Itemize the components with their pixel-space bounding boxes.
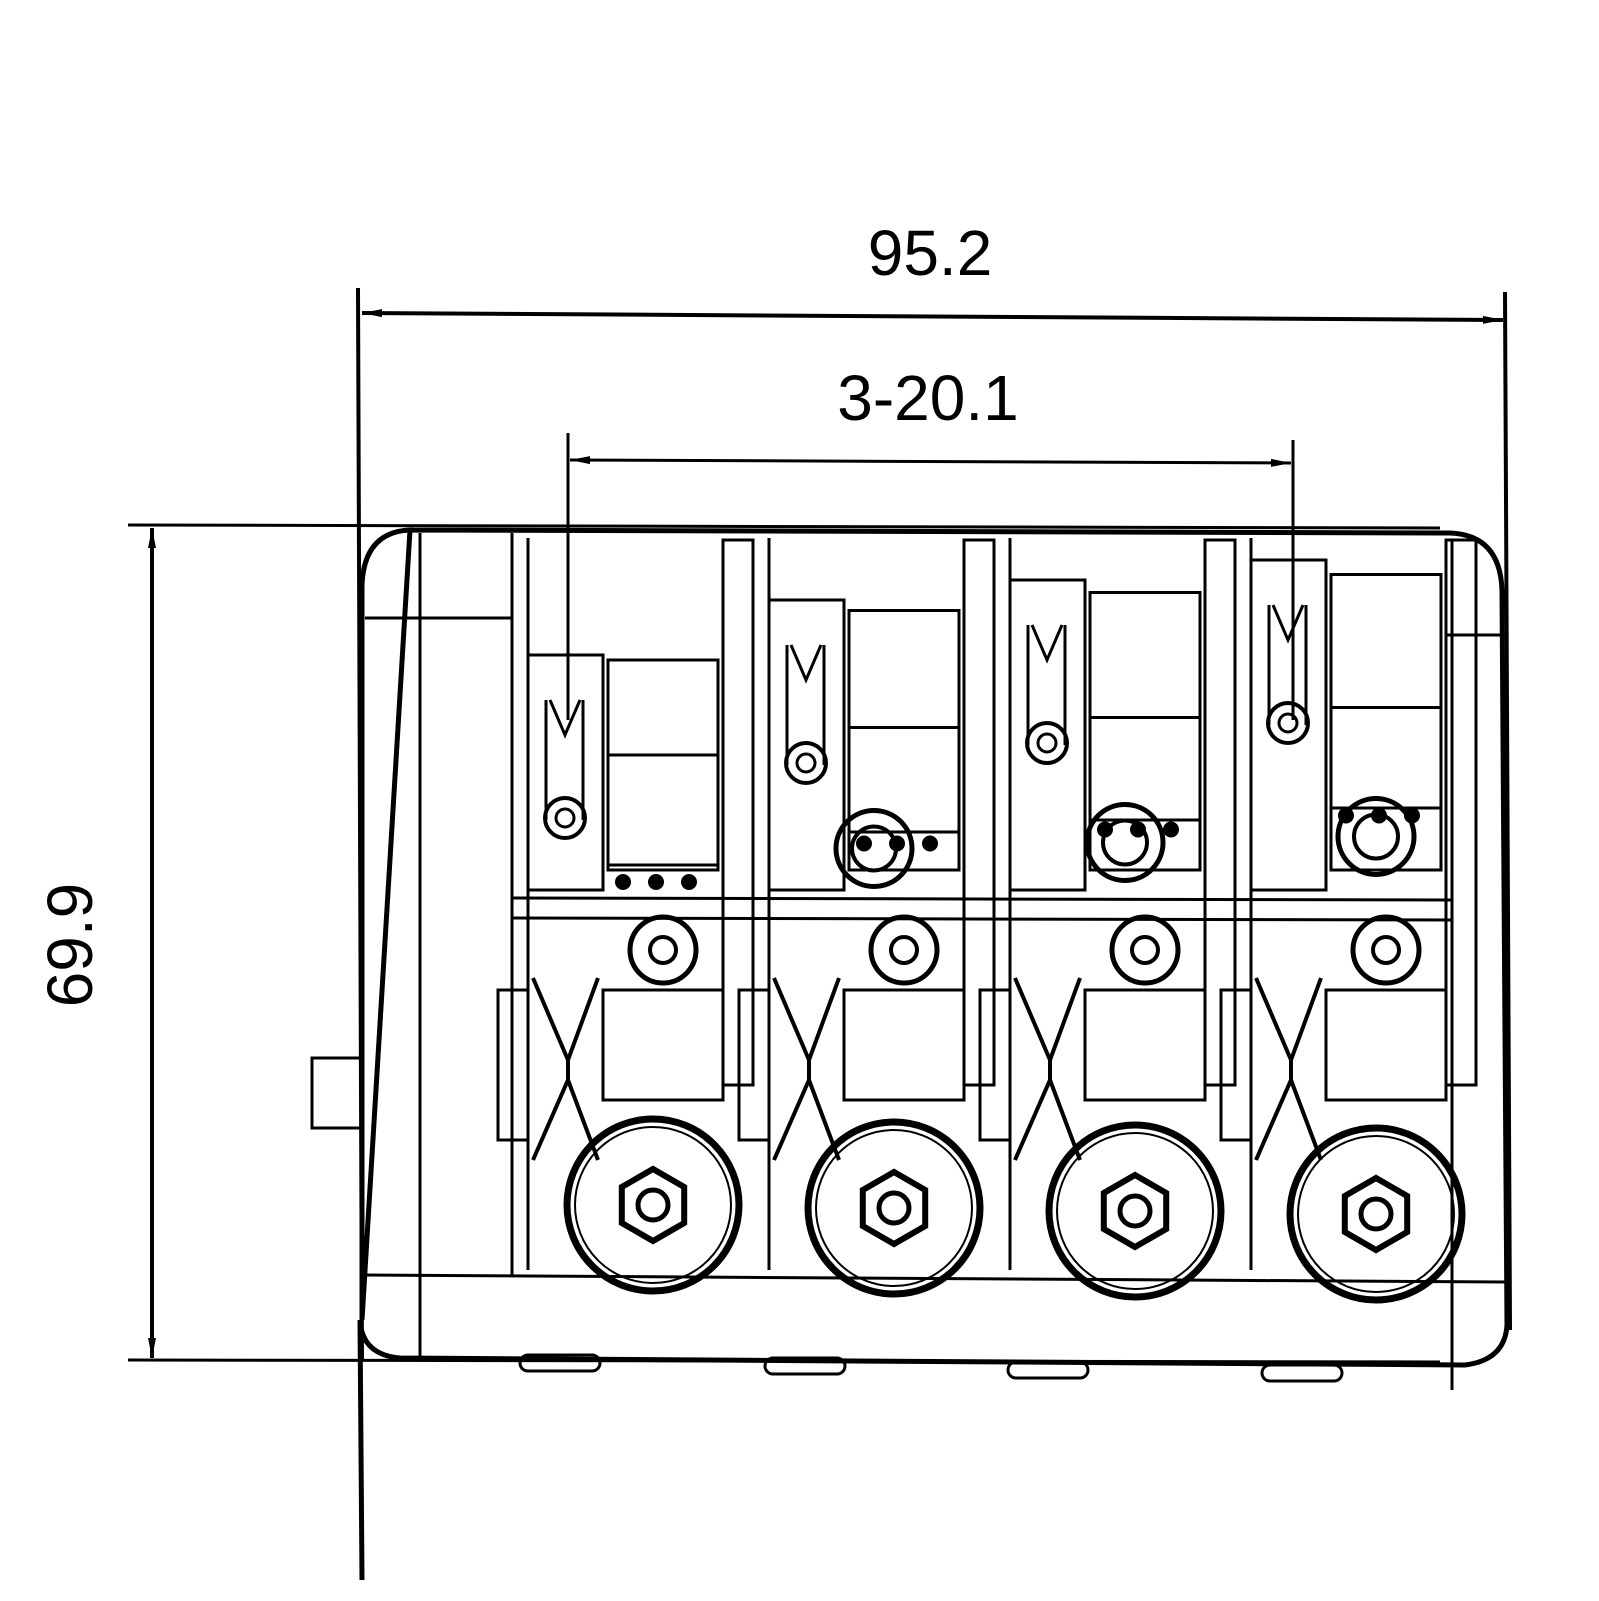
thumb-wheel [1045, 1121, 1225, 1301]
rivet-dot [681, 874, 697, 890]
saddle-2 [737, 538, 996, 1298]
string-spacing-label: 3-20.1 [837, 362, 1018, 434]
hex-nut [618, 1165, 688, 1245]
overall-length-label: 69.9 [34, 883, 106, 1008]
rivet-dot [856, 835, 872, 852]
saddle-group [496, 538, 1478, 1304]
rivet-dot [922, 835, 938, 852]
rivet-dot [1130, 821, 1146, 838]
string-spacing-dimension: 3-20.1 [566, 362, 1295, 720]
hex-nut [1341, 1174, 1411, 1254]
overall-length-dimension: 69.9 [34, 523, 1441, 1364]
hex-nut [859, 1168, 929, 1248]
saddle-3 [978, 538, 1237, 1301]
hex-nut [1100, 1171, 1170, 1251]
thumb-wheel [804, 1118, 984, 1298]
overall-width-label: 95.2 [868, 217, 993, 289]
saddle-1 [496, 538, 755, 1295]
thumb-wheel [563, 1115, 743, 1295]
saddle-4 [1219, 538, 1478, 1304]
base-plate [310, 527, 1510, 1581]
thumb-wheel [1286, 1124, 1466, 1304]
rivet-dot [1163, 821, 1179, 838]
rivet-dot [648, 874, 664, 890]
rivet-dot [615, 874, 631, 890]
